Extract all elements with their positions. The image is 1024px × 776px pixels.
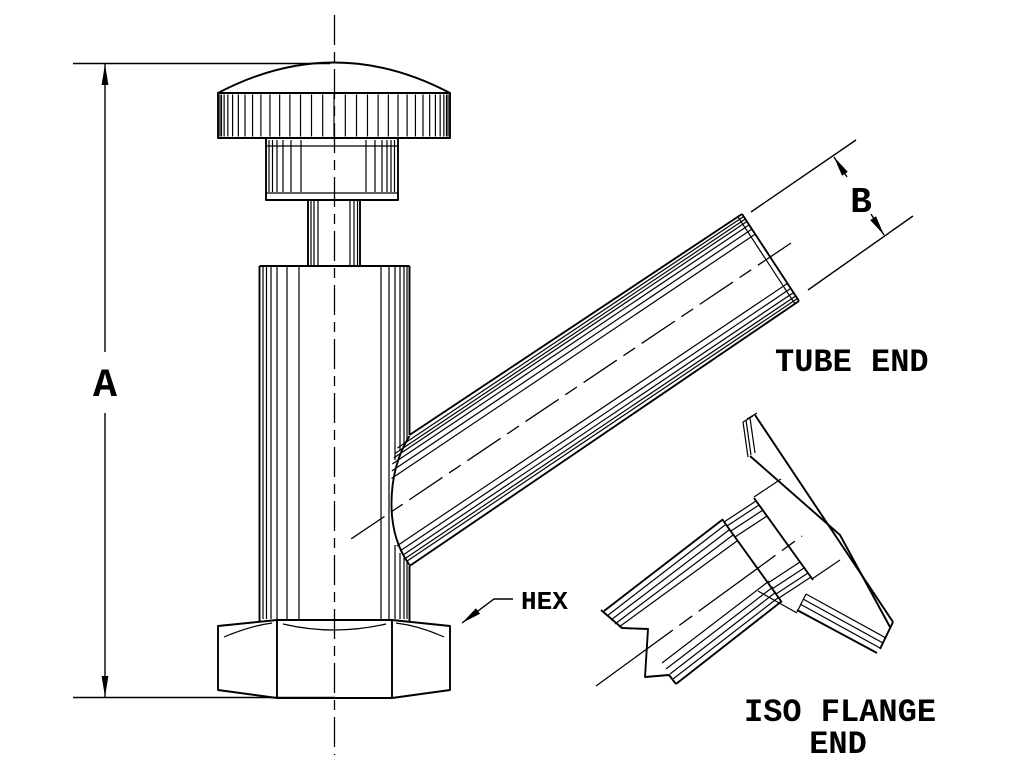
flange-bottom-band-3 [799, 603, 881, 649]
hex-nut [217, 619, 451, 699]
shading-line [402, 292, 794, 556]
dimension-b: B [750, 139, 914, 291]
flange-bottom-edge [796, 609, 878, 654]
flange-bottom-corner-1 [757, 590, 798, 614]
dim-b-arrow-lower [870, 216, 884, 235]
hex-leader: HEX [461, 587, 568, 624]
detail-break-line [600, 609, 677, 685]
shading-line [614, 534, 734, 625]
flange-detail-centerline [595, 535, 803, 687]
tube-centerline [344, 242, 792, 544]
detail-collar-face-near [721, 518, 782, 602]
shading-line [610, 529, 730, 621]
flange-bottom-corner-2 [796, 593, 807, 613]
flange-corner-line-1 [742, 421, 749, 458]
shading-line [669, 591, 777, 675]
detail-tube-upper-edge [603, 519, 723, 612]
shading-line [723, 500, 757, 523]
shading-line [672, 596, 780, 680]
detail-neck-lower [811, 559, 841, 580]
shading-line [391, 228, 753, 472]
shading-lines [219, 94, 812, 680]
hex-chamfer-right [395, 622, 445, 638]
dim-b-label: B [850, 182, 872, 223]
tube-end-inner-line [737, 216, 796, 305]
tube-upper-edge [408, 213, 743, 436]
flange-corner-line-2 [745, 419, 752, 456]
flange-top-edge [754, 414, 894, 623]
valve-body [258, 265, 411, 621]
shading-line [404, 295, 797, 560]
detail-neck-upper [753, 478, 782, 498]
iso-flange-label-line2: END [809, 726, 867, 763]
shading-line [396, 282, 788, 547]
flange-bottom-band-1 [805, 593, 887, 639]
detail-tube-lower-edge [675, 600, 783, 685]
shading-line [618, 540, 738, 628]
knob [217, 61, 451, 267]
flange-bottom-band-2 [802, 598, 884, 644]
shading-line [767, 561, 801, 584]
dim-b-extension-lower [807, 215, 914, 291]
dim-a-arrow-down [101, 676, 109, 697]
dim-a-arrow-up [101, 64, 109, 85]
detail-collar-face-far [753, 497, 814, 581]
shading-line [778, 576, 812, 599]
shading-line [661, 580, 770, 664]
shading-line [734, 515, 768, 538]
dimension-a: A [73, 62, 335, 699]
shading-line [730, 509, 764, 532]
flange-right-tip [879, 621, 894, 650]
shading-line [393, 221, 748, 459]
tube [408, 213, 800, 567]
tube-lower-edge [408, 300, 800, 567]
tube-body-saddle [390, 435, 411, 566]
hex-chamfer-middle [282, 623, 387, 631]
shading-line [391, 233, 756, 479]
knob-lower-tier [265, 137, 399, 201]
knob-dome [217, 61, 451, 94]
hex-chamfer-left [223, 622, 273, 638]
dim-a-label: A [93, 364, 117, 409]
shading-line [665, 586, 774, 670]
shading-line [406, 298, 798, 562]
dim-b-extension-upper [750, 139, 857, 213]
hex-label: HEX [521, 587, 568, 617]
shading-line [394, 218, 746, 454]
flange-corner-line-3 [749, 417, 756, 454]
shading-line [391, 224, 750, 465]
shading-line [775, 572, 809, 595]
shading-line [606, 524, 726, 617]
iso-flange-label-line1: ISO FLANGE [744, 694, 936, 731]
hex-leader-line [461, 598, 513, 624]
hex-outline [217, 619, 451, 699]
iso-flange-detail: ISO FLANGE END [600, 412, 936, 763]
tube-end-face [741, 213, 800, 302]
tube-end-label: TUBE END [775, 344, 929, 381]
shading-line [399, 287, 792, 552]
centerlines [333, 15, 803, 755]
hex-leader-arrow [462, 608, 481, 623]
shading-line [771, 567, 805, 590]
flange-face-edge [749, 455, 891, 628]
flange-corner-cap-2 [746, 412, 758, 420]
shading-line [397, 216, 744, 449]
shading-line [726, 504, 760, 527]
dim-b-arrow-upper [834, 157, 848, 176]
